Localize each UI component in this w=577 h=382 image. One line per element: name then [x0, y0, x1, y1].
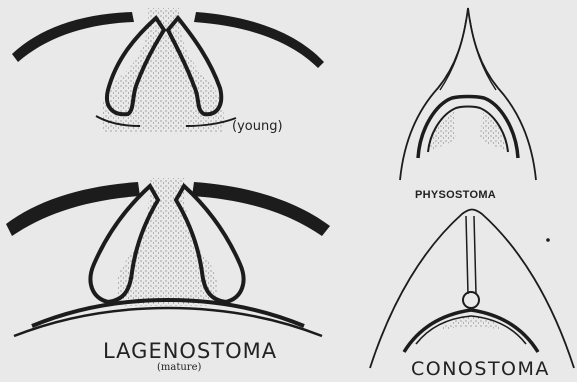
label-young: (young) [232, 119, 283, 134]
mature-outer-arc-left [6, 182, 140, 236]
mature-stippled-nucellus [117, 178, 217, 306]
mature-outer-arc-bottom [14, 308, 322, 336]
physostoma-outer-wall [400, 8, 536, 180]
lagenostoma-young-diagram [12, 8, 324, 132]
young-outer-arc-left [12, 12, 134, 62]
physostoma-stipple [430, 112, 506, 150]
label-lagenostoma: LAGENOSTOMA [103, 339, 277, 363]
conostoma-diagram [370, 210, 574, 369]
conostoma-cone-outline [370, 210, 574, 369]
label-conostoma: CONOSTOMA [411, 358, 550, 380]
physostoma-diagram [400, 8, 536, 180]
mature-outer-arc-right [192, 182, 330, 236]
lagenostoma-mature-diagram [6, 178, 330, 336]
conostoma-bulb [463, 292, 479, 308]
conostoma-canal [466, 216, 476, 294]
stray-dot [546, 238, 550, 242]
conostoma-stipple [440, 316, 504, 330]
young-outer-arc-right [194, 12, 324, 68]
label-mature: (mature) [157, 362, 201, 373]
physostoma-inner-wall [440, 20, 496, 90]
label-physostoma: PHYSOSTOMA [415, 189, 496, 201]
